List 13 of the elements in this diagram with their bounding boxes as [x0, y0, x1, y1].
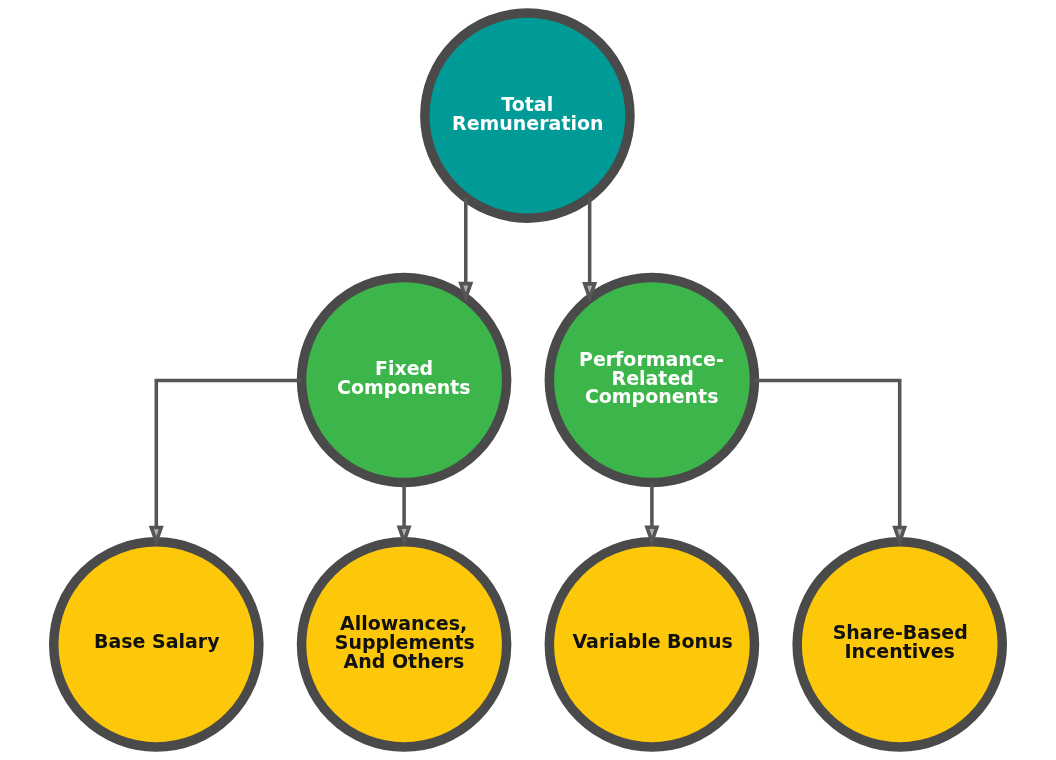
node-circle: Allowances, Supplements And Others	[296, 537, 512, 752]
node-circle: Variable Bonus	[544, 537, 760, 752]
arrow	[644, 482, 660, 547]
arrow	[396, 482, 412, 547]
node-circle: Fixed Components	[296, 272, 512, 488]
node-circle: Performance-Related Components	[544, 272, 760, 488]
node-circle: Base Salary	[49, 537, 264, 752]
node-circle: Total Remuneration	[420, 8, 635, 223]
arrow	[458, 197, 474, 304]
node-circle: Share-Based Incentives	[792, 537, 1007, 752]
arrow	[754, 378, 908, 548]
arrow	[148, 378, 302, 548]
arrow	[582, 197, 598, 304]
